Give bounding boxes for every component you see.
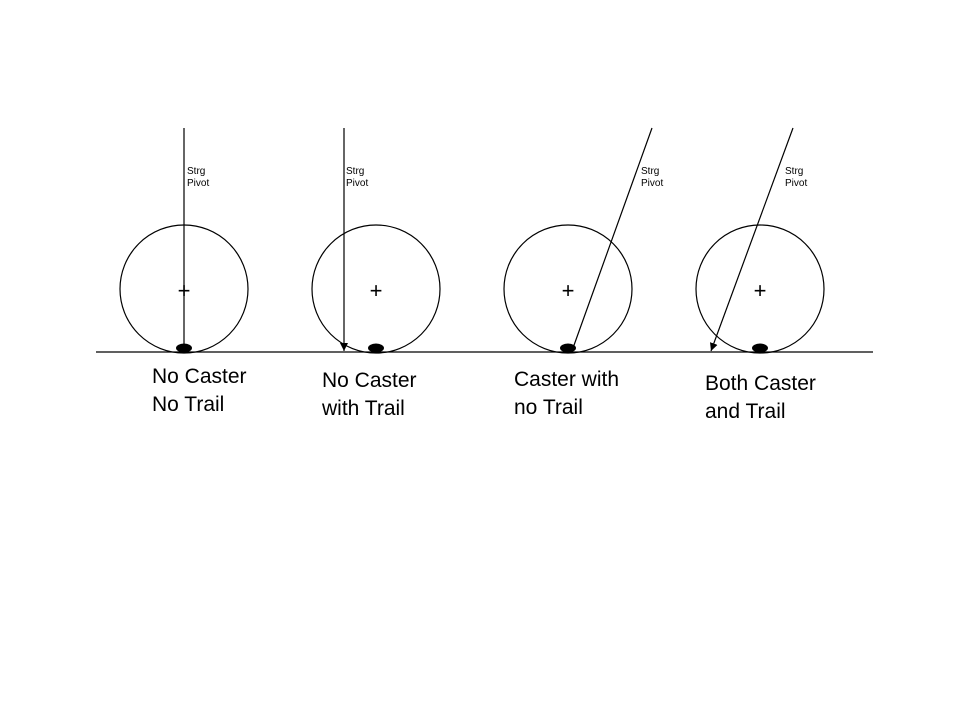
caption-line: Caster with bbox=[514, 368, 620, 391]
wheel-circle bbox=[503, 224, 633, 354]
wheel-center-mark: + bbox=[754, 278, 767, 303]
tire-contact-patch bbox=[560, 343, 576, 353]
caption-line: and Trail bbox=[705, 400, 786, 423]
caption-line: with Trail bbox=[322, 397, 405, 420]
steering-pivot-axis bbox=[710, 127, 794, 352]
wheel-center-mark: + bbox=[562, 278, 575, 303]
steering-pivot-axis bbox=[572, 127, 653, 349]
wheel-circle bbox=[311, 224, 441, 354]
wheel-center-mark: + bbox=[370, 278, 383, 303]
caption-line: No Trail bbox=[152, 393, 225, 416]
caption-line: Both Caster bbox=[705, 372, 816, 395]
wheel-circle bbox=[695, 224, 825, 354]
caption-line: no Trail bbox=[514, 396, 583, 419]
caption-no-caster-with-trail: No Caster with Trail bbox=[322, 367, 417, 423]
tire-contact-patch bbox=[752, 343, 768, 353]
caption-line: No Caster bbox=[152, 365, 247, 388]
tire-contact-patch bbox=[368, 343, 384, 353]
caption-no-caster-no-trail: No Caster No Trail bbox=[152, 363, 247, 419]
caption-both-caster-and-trail: Both Caster and Trail bbox=[705, 370, 816, 426]
caption-caster-with-no-trail: Caster with no Trail bbox=[514, 366, 619, 422]
caption-line: No Caster bbox=[322, 369, 417, 392]
